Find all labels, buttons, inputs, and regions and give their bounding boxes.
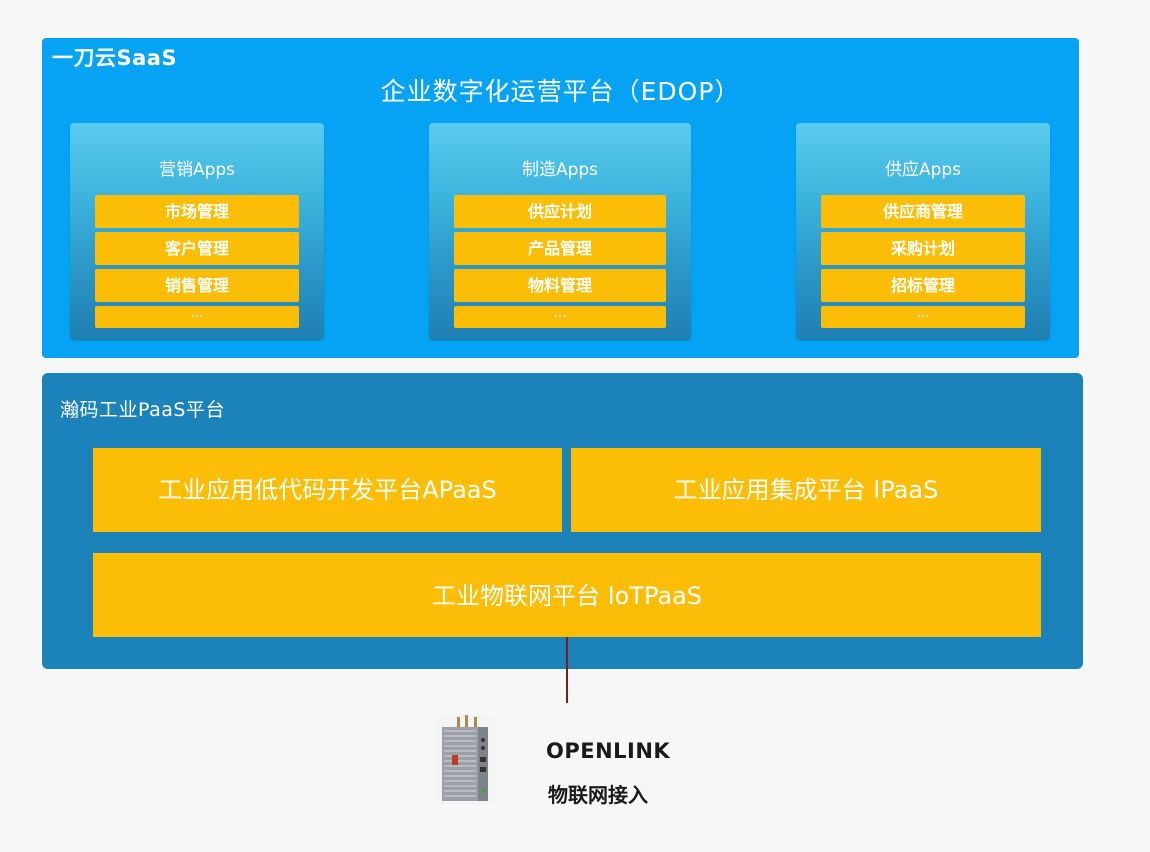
app-item: 客户管理	[95, 232, 299, 265]
saas-label: 一刀云SaaS	[52, 46, 178, 70]
saas-layer: 一刀云SaaS 企业数字化运营平台（EDOP） 营销Apps 市场管理 客户管理…	[42, 38, 1079, 358]
app-item: 招标管理	[821, 269, 1025, 302]
iot-gateway-device-icon	[438, 715, 495, 805]
device-name: OPENLINK	[546, 739, 671, 763]
app-card-title: 供应Apps	[884, 160, 962, 180]
app-card-marketing: 营销Apps 市场管理 客户管理 销售管理 ...	[70, 123, 324, 340]
app-item: 产品管理	[454, 232, 666, 265]
app-item: 市场管理	[95, 195, 299, 228]
app-item-more: ...	[95, 306, 299, 328]
connector-line	[566, 637, 568, 703]
saas-title: 企业数字化运营平台（EDOP）	[380, 77, 741, 106]
app-item-more: ...	[821, 306, 1025, 328]
app-item: 采购计划	[821, 232, 1025, 265]
app-item: 销售管理	[95, 269, 299, 302]
paas-label: 瀚码工业PaaS平台	[60, 399, 225, 421]
app-card-supply: 供应Apps 供应商管理 采购计划 招标管理 ...	[796, 123, 1050, 340]
app-card-manufacturing: 制造Apps 供应计划 产品管理 物料管理 ...	[429, 123, 691, 340]
app-item: 供应商管理	[821, 195, 1025, 228]
app-item: 供应计划	[454, 195, 666, 228]
paas-layer: 瀚码工业PaaS平台 工业应用低代码开发平台APaaS 工业应用集成平台 IPa…	[42, 373, 1083, 669]
app-item-more: ...	[454, 306, 666, 328]
apaas-box: 工业应用低代码开发平台APaaS	[93, 448, 562, 532]
app-card-title: 制造Apps	[521, 160, 599, 180]
ipaas-box: 工业应用集成平台 IPaaS	[571, 448, 1041, 532]
app-item: 物料管理	[454, 269, 666, 302]
app-card-title: 营销Apps	[158, 160, 236, 180]
iotpaas-box: 工业物联网平台 IoTPaaS	[93, 553, 1041, 637]
device-subtitle: 物联网接入	[548, 783, 648, 807]
